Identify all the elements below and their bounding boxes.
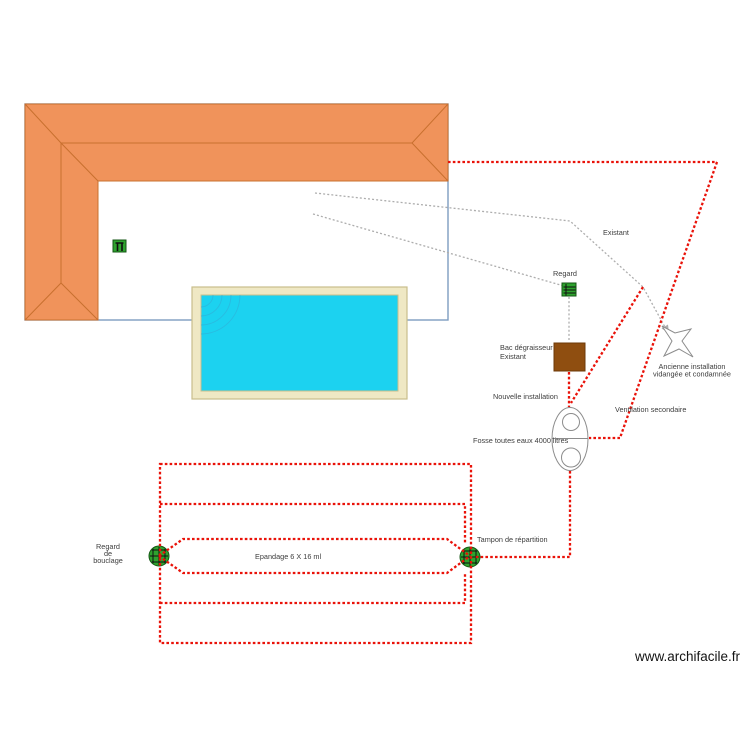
leach-trench-lower: [160, 572, 467, 605]
label-tampon: Tampon de répartition: [477, 535, 548, 544]
septic-tank[interactable]: [551, 407, 589, 471]
label-ancienne-line2: vidangée et condamnée: [653, 370, 731, 379]
label-bac-line1: Bac dégraisseur: [500, 343, 553, 352]
label-bouclage-line3: bouclage: [93, 556, 123, 565]
septic-tank-lid-bottom: [561, 447, 581, 468]
leach-trench-middle-top: [158, 537, 471, 557]
label-nouvelle-installation: Nouvelle installation: [493, 392, 558, 401]
outlet-hatch-icon[interactable]: [561, 282, 577, 297]
label-fosse: Fosse toutes eaux 4000 litres: [473, 436, 569, 445]
label-bouclage-line1: Regard: [96, 542, 120, 551]
pool[interactable]: [191, 286, 408, 400]
new-inlet-pipe: [570, 286, 644, 404]
tank-to-distribution-pipe: [474, 471, 572, 559]
label-bac-line2: Existant: [500, 352, 526, 361]
leach-trench-upper: [160, 502, 467, 543]
label-bouclage-line2: de: [104, 549, 112, 558]
outlet-hatch-grate: [563, 284, 576, 296]
existing-pipe-lower: [312, 213, 565, 287]
label-epandage: Epandage 6 X 16 ml: [255, 552, 322, 561]
pool-water: [200, 294, 399, 392]
septic-tank-lid-top: [562, 413, 580, 431]
grease-trap-box[interactable]: [553, 342, 586, 372]
house-hatch-box: [112, 239, 127, 253]
watermark-url: www.archifacile.fr: [634, 649, 741, 664]
pool-ripples-icon: [200, 294, 241, 335]
label-ventilation-secondaire: Ventilation secondaire: [615, 405, 686, 414]
leach-trench-middle-bottom: [158, 555, 471, 575]
leach-field-outline: [158, 462, 473, 645]
house-hatch-marks: [115, 242, 124, 251]
label-ancienne-line1: Ancienne installation: [659, 362, 726, 371]
condemned-cross-icon[interactable]: [661, 325, 694, 358]
roof-ridge-lines: [24, 103, 449, 321]
label-regard: Regard: [553, 269, 577, 278]
ventilation-pipe-diagonal: [618, 161, 719, 439]
house[interactable]: [24, 103, 449, 321]
new-pipes[interactable]: [448, 160, 719, 559]
existing-pipe-upper: [314, 192, 667, 330]
house-hatch-icon[interactable]: [112, 239, 127, 253]
label-existant: Existant: [603, 228, 629, 237]
leach-field[interactable]: [158, 462, 473, 645]
